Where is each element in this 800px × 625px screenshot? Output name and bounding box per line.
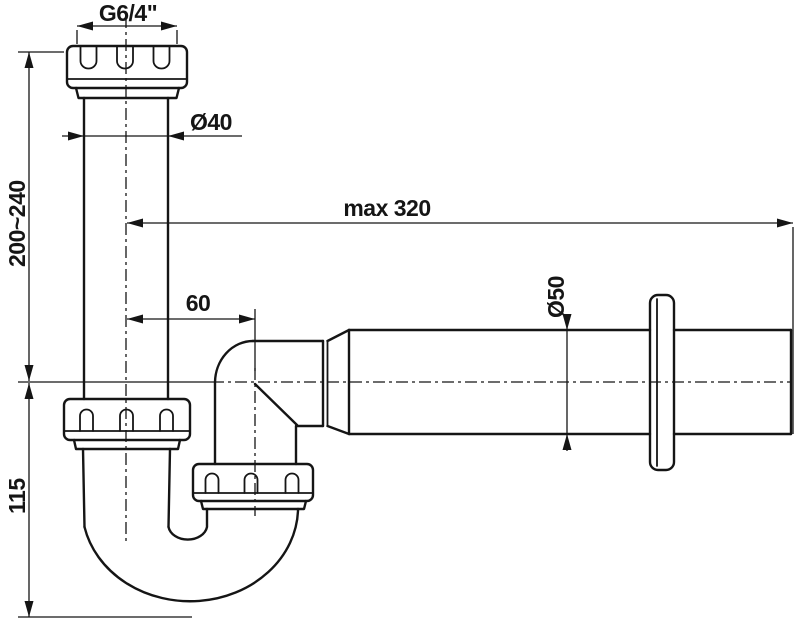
dim-outlet-diameter: Ø50	[543, 276, 572, 451]
arrowhead	[127, 218, 143, 228]
elbow-inner-chamfer	[253, 382, 299, 427]
trap-dip-tube	[167, 507, 209, 541]
arrowhead	[127, 314, 143, 324]
top-nut-slot	[79, 46, 98, 70]
trap-outlet-nut-slot	[204, 472, 220, 494]
inlet-pipe	[82, 96, 170, 401]
max-length-label: max 320	[343, 195, 430, 221]
height-range-label: 200~240	[4, 180, 30, 267]
wall-flange	[648, 293, 676, 472]
arrowhead	[239, 314, 255, 324]
dim-max-length: max 320	[127, 195, 794, 434]
arrowhead	[777, 218, 793, 228]
dim-height-range: 200~240	[4, 51, 64, 381]
trap-inlet-nut-body	[62, 397, 192, 442]
dim-elbow-offset: 60	[127, 290, 256, 371]
outlet-pipe	[347, 328, 793, 436]
outlet-diameter-label: Ø50	[543, 276, 569, 318]
cone-top-edge	[326, 328, 351, 343]
thread-size-label: G6/4"	[99, 0, 157, 26]
dim-extension-lines	[76, 30, 178, 44]
trap-outlet-nut-slot	[284, 472, 300, 494]
trap-inlet-nut-slot	[159, 408, 174, 432]
arrowhead	[24, 52, 34, 68]
trap-depth-label: 115	[4, 478, 30, 514]
cone-bottom-edge	[326, 424, 351, 436]
trap-outlet-nut	[191, 462, 315, 511]
top-nut-skirt	[74, 86, 181, 100]
trap-cup-right-wall	[167, 447, 172, 529]
top-nut-slot	[152, 46, 171, 70]
elbow-offset-label: 60	[186, 290, 211, 316]
trap-bowl-outer	[83, 507, 300, 603]
trap-cup-left-wall	[81, 447, 86, 529]
trap-inlet-nut-slot	[119, 408, 134, 432]
trap-inlet-nut-skirt	[72, 438, 182, 451]
arrowhead	[161, 21, 177, 31]
trap-outlet-nut-skirt	[199, 499, 308, 511]
trap-outlet-nut-slot	[243, 472, 259, 494]
dim-thread-size: G6/4"	[76, 0, 178, 44]
top-coupling-nut	[65, 44, 189, 100]
trap-outlet-nut-body	[191, 462, 315, 503]
arrowhead	[24, 383, 34, 399]
inlet-diameter-label: Ø40	[190, 109, 232, 135]
arrowhead	[562, 434, 572, 450]
arrowhead	[68, 131, 84, 141]
dim-inlet-diameter: Ø40	[62, 109, 242, 141]
trap-inlet-nut	[62, 397, 192, 451]
arrowhead	[77, 21, 93, 31]
arrowhead	[24, 601, 34, 617]
trap-bowl	[81, 447, 300, 603]
dim-trap-depth: 115	[4, 383, 192, 618]
top-nut-slot	[116, 46, 134, 70]
trap-inlet-nut-slot	[79, 408, 94, 432]
arrowhead	[168, 131, 184, 141]
top-nut-body	[65, 44, 189, 90]
wall-flange-body	[648, 293, 676, 472]
outlet-cone	[326, 328, 351, 436]
centerlines	[18, 16, 790, 545]
arrowhead	[562, 314, 572, 330]
elbow	[213, 339, 329, 466]
elbow-outer-arc-and-wall	[213, 339, 255, 466]
arrowhead	[24, 365, 34, 381]
